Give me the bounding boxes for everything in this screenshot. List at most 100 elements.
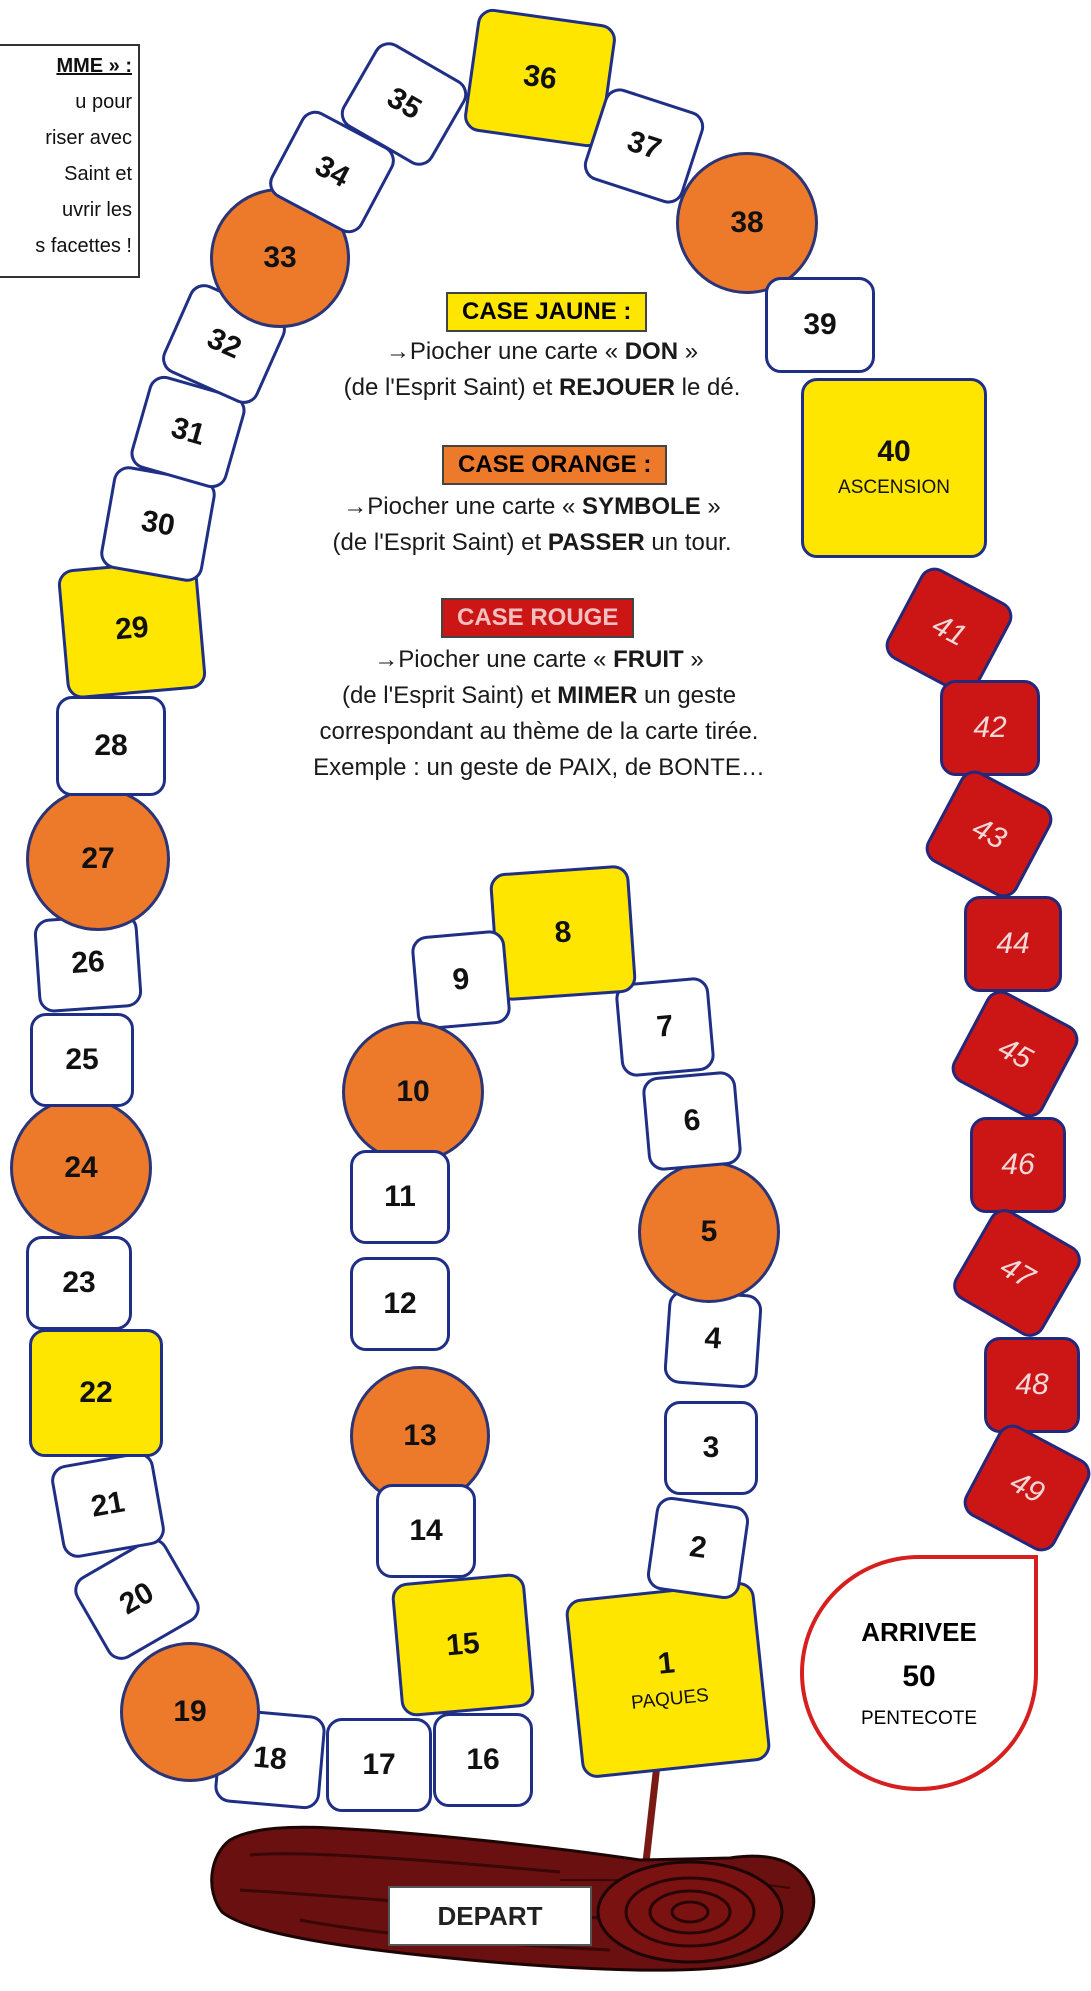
cell-number: 11: [384, 1182, 416, 1212]
board-cell-7[interactable]: 7: [614, 976, 716, 1078]
depart-label[interactable]: DEPART: [388, 1886, 592, 1946]
cell-number: 26: [70, 947, 105, 979]
cell-number: 44: [996, 929, 1029, 959]
cell-number: 35: [382, 83, 426, 126]
cell-number: 13: [403, 1421, 436, 1451]
board-cell-38[interactable]: 38: [676, 152, 818, 294]
cell-number: 46: [1001, 1150, 1034, 1180]
board-cell-16[interactable]: 16: [433, 1713, 533, 1807]
cell-caption: PAQUES: [630, 1685, 710, 1715]
orange-rule-label: CASE ORANGE :: [442, 445, 667, 485]
cell-number: 48: [1015, 1370, 1048, 1400]
cell-number: 37: [623, 127, 664, 166]
cell-number: 30: [139, 506, 177, 541]
cell-number: 28: [94, 731, 127, 761]
cell-caption: ASCENSION: [838, 477, 950, 499]
cell-number: 5: [701, 1217, 718, 1247]
board-cell-22[interactable]: 22: [29, 1329, 163, 1457]
cell-number: 49: [1005, 1467, 1049, 1509]
board-cell-46[interactable]: 46: [970, 1117, 1066, 1213]
cell-number: 9: [451, 964, 470, 995]
board-cell-9[interactable]: 9: [410, 929, 512, 1031]
cell-number: 3: [703, 1433, 720, 1463]
cell-number: 21: [89, 1487, 127, 1522]
cell-number: 18: [252, 1743, 288, 1776]
orange-rule-line-1: →Piocher une carte « SYMBOLE »: [292, 489, 772, 525]
board-cell-25[interactable]: 25: [30, 1013, 134, 1107]
cell-number: 27: [81, 844, 114, 874]
red-rule-label: CASE ROUGE: [441, 598, 634, 638]
cell-number: 17: [362, 1750, 395, 1780]
yellow-rule-line-2: (de l'Esprit Saint) et REJOUER le dé.: [280, 370, 804, 406]
orange-rule-text: →Piocher une carte « SYMBOLE » (de l'Esp…: [292, 489, 772, 561]
cell-number: 23: [62, 1268, 95, 1298]
board-cell-39[interactable]: 39: [765, 277, 875, 373]
board-cell-5[interactable]: 5: [638, 1161, 780, 1303]
cell-number: 42: [973, 713, 1006, 743]
board-cell-17[interactable]: 17: [326, 1718, 432, 1812]
board-cell-12[interactable]: 12: [350, 1257, 450, 1351]
board-cell-24[interactable]: 24: [10, 1097, 152, 1239]
cell-number: 25: [65, 1045, 98, 1075]
board-cell-10[interactable]: 10: [342, 1021, 484, 1163]
board-cell-6[interactable]: 6: [641, 1070, 743, 1172]
cell-number: 29: [114, 613, 150, 646]
cell-number: 6: [682, 1105, 701, 1136]
board-cell-14[interactable]: 14: [376, 1484, 476, 1578]
arrivee-subtitle: PENTECOTE: [861, 1708, 977, 1730]
cell-number: 33: [263, 243, 296, 273]
red-rule-line-2: (de l'Esprit Saint) et MIMER un geste: [264, 678, 814, 714]
board-cell-4[interactable]: 4: [663, 1289, 763, 1389]
cell-number: 36: [521, 61, 558, 95]
cell-number: 1: [656, 1648, 676, 1680]
cell-number: 19: [173, 1697, 206, 1727]
red-rule-text: →Piocher une carte « FRUIT » (de l'Espri…: [264, 642, 814, 786]
board-cell-44[interactable]: 44: [964, 896, 1062, 992]
board-cell-23[interactable]: 23: [26, 1236, 132, 1330]
cell-number: 7: [655, 1011, 674, 1042]
board-cell-48[interactable]: 48: [984, 1337, 1080, 1433]
red-rule-line-4: Exemple : un geste de PAIX, de BONTE…: [264, 750, 814, 786]
board-cell-21[interactable]: 21: [49, 1450, 168, 1561]
cell-number: 38: [730, 208, 763, 238]
cell-number: 32: [203, 324, 246, 365]
cell-number: 14: [409, 1516, 442, 1546]
cell-number: 34: [310, 151, 354, 193]
arrivee-number: 50: [902, 1660, 935, 1694]
yellow-rule-text: →Piocher une carte « DON » (de l'Esprit …: [280, 334, 804, 406]
cell-number: 41: [927, 610, 971, 652]
red-rule-line-1: →Piocher une carte « FRUIT »: [264, 642, 814, 678]
arrivee-cell[interactable]: ARRIVEE 50 PENTECOTE: [800, 1555, 1038, 1791]
board-cell-28[interactable]: 28: [56, 696, 166, 796]
cell-number: 20: [115, 1578, 159, 1621]
board-cell-11[interactable]: 11: [350, 1150, 450, 1244]
cell-number: 31: [168, 413, 208, 451]
board-cell-3[interactable]: 3: [664, 1401, 758, 1495]
cell-number: 12: [383, 1289, 416, 1319]
cell-number: 4: [704, 1323, 723, 1354]
board-cell-42[interactable]: 42: [940, 680, 1040, 776]
board-cell-8[interactable]: 8: [489, 864, 638, 1001]
cell-number: 43: [967, 813, 1011, 855]
red-rule-line-3: correspondant au thème de la carte tirée…: [264, 714, 814, 750]
cell-number: 39: [803, 310, 836, 340]
cell-number: 45: [993, 1033, 1037, 1075]
board-cell-15[interactable]: 15: [390, 1572, 535, 1717]
yellow-rule-label: CASE JAUNE :: [446, 292, 647, 332]
cell-number: 40: [877, 437, 910, 467]
arrivee-title: ARRIVEE: [861, 1617, 977, 1648]
cell-number: 24: [64, 1153, 97, 1183]
yellow-rule-line-1: →Piocher une carte « DON »: [280, 334, 804, 370]
cell-number: 8: [554, 917, 573, 948]
orange-rule-line-2: (de l'Esprit Saint) et PASSER un tour.: [292, 525, 772, 561]
cell-number: 2: [688, 1532, 709, 1564]
cell-number: 10: [396, 1077, 429, 1107]
cell-number: 22: [79, 1378, 112, 1408]
board-cell-19[interactable]: 19: [120, 1642, 260, 1782]
cell-number: 16: [466, 1745, 499, 1775]
board-cell-2[interactable]: 2: [645, 1495, 751, 1601]
board-cell-27[interactable]: 27: [26, 787, 170, 931]
